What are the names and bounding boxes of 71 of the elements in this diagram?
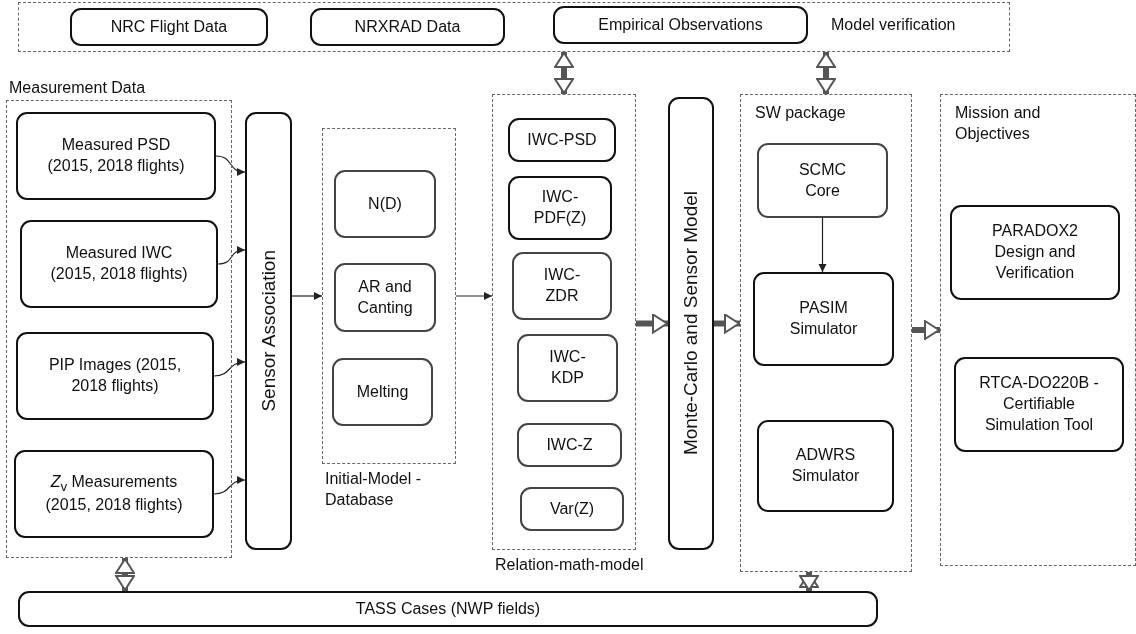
process-box <box>553 6 808 44</box>
double-arrow <box>115 558 135 591</box>
group-title: Mission and Objectives <box>955 103 1042 144</box>
group-title: Relation-math-model <box>495 555 645 575</box>
double-arrow <box>799 572 819 591</box>
box-label: Melting <box>356 381 409 402</box>
box-label: IWC- KDP <box>548 347 587 388</box>
vertical-process-bar <box>245 112 292 550</box>
process-box <box>16 332 214 420</box>
box-label: Var(Z) <box>549 498 595 519</box>
arrow <box>217 246 246 265</box>
arrow <box>455 291 493 301</box>
process-box <box>334 170 436 238</box>
process-box <box>757 143 888 218</box>
arrow <box>215 155 246 176</box>
box-label: PARADOX2 Design and Verification <box>991 221 1079 283</box>
process-box <box>508 118 616 162</box>
box-label: ADWRS Simulator <box>790 445 861 486</box>
box-label: NRC Flight Data <box>110 16 228 37</box>
process-box <box>753 272 894 366</box>
process-box <box>334 263 436 332</box>
process-box <box>520 487 624 531</box>
box-label: IWC- PDF(Z) <box>532 187 588 228</box>
process-box <box>517 334 618 402</box>
dashed-group-frame <box>940 94 1136 566</box>
arrow <box>291 291 323 301</box>
process-box <box>517 423 622 467</box>
box-label: N(D) <box>368 193 402 214</box>
box-label: Monte-Carlo and Sensor Model <box>680 191 702 456</box>
box-label: SCMC Core <box>797 159 848 201</box>
vertical-process-bar <box>668 97 714 550</box>
box-label: PASIM Simulator <box>788 298 859 339</box>
box-label: IWC- ZDR <box>542 265 582 306</box>
box-label: RTCA-DO220B -Certifiable Simulation Tool <box>978 373 1100 435</box>
group-title: Initial-Model -Database <box>325 469 423 510</box>
box-label: Sensor Association <box>257 250 280 412</box>
box-label: IWC-PSD <box>527 129 597 150</box>
process-box <box>310 8 505 46</box>
arrow <box>714 313 740 334</box>
process-box <box>757 420 894 512</box>
box-label: Z$_{v}$ Measurements (2015, 2018 flights) <box>44 471 184 516</box>
dashed-group-frame <box>740 94 912 572</box>
double-arrow <box>554 52 574 94</box>
arrow <box>636 313 668 334</box>
arrow <box>213 358 246 377</box>
process-box <box>508 176 612 240</box>
process-box <box>512 252 612 320</box>
process-box <box>14 450 214 538</box>
process-box <box>20 220 218 308</box>
arrow <box>818 217 827 273</box>
arrow <box>213 476 246 495</box>
box-label: Measured PSD (2015, 2018 flights) <box>46 135 186 176</box>
arrow <box>912 320 940 340</box>
process-box <box>16 112 216 200</box>
box-label: AR and Canting <box>356 276 414 318</box>
process-box <box>954 357 1124 452</box>
box-label: TASS Cases (NWP fields) <box>355 598 541 619</box>
group-title: Measurement Data <box>9 78 146 99</box>
group-title: SW package <box>755 103 846 123</box>
box-label: PIP Images (2015, 2018 flights) <box>47 355 183 396</box>
box-label: IWC-Z <box>546 434 593 455</box>
double-arrow <box>816 52 836 94</box>
group-title: Model verification <box>831 15 956 35</box>
dashed-group-frame <box>18 2 1010 52</box>
process-box <box>18 591 878 627</box>
process-box <box>950 205 1120 300</box>
box-label: NRXRAD Data <box>354 16 461 37</box>
process-box <box>332 358 433 426</box>
box-label: Measured IWC (2015, 2018 flights) <box>49 243 189 284</box>
box-label: Empirical Observations <box>598 14 763 35</box>
process-box <box>70 8 268 46</box>
